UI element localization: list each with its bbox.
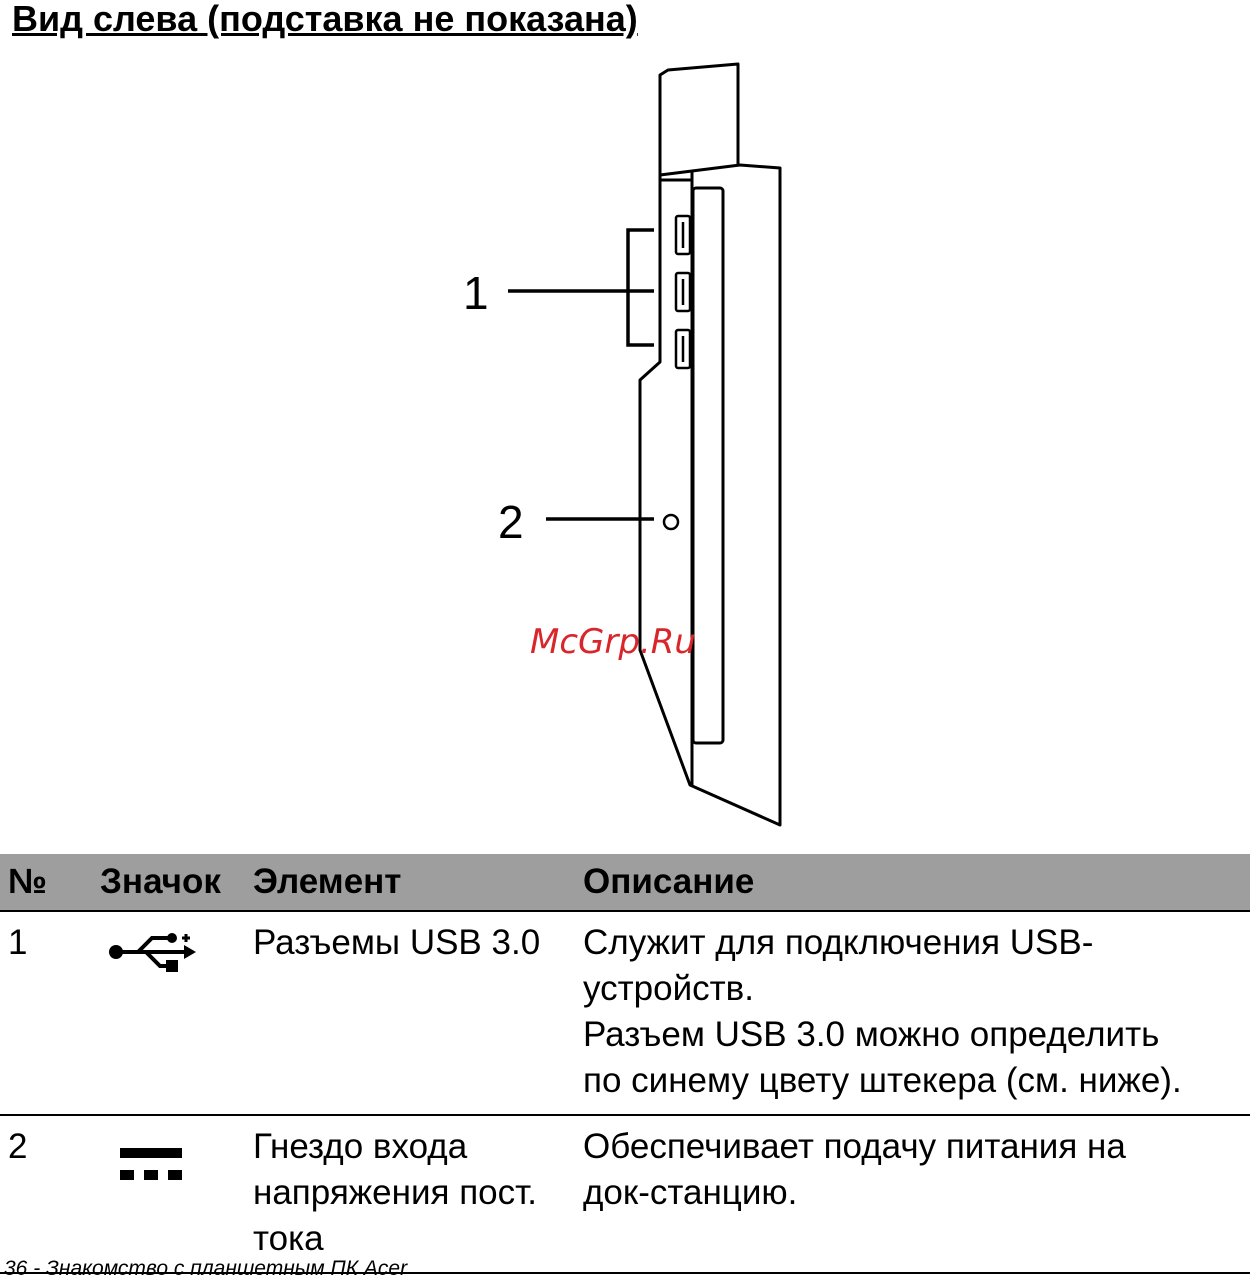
- row-description: Служит для подключения USB- устройств. Р…: [575, 911, 1250, 1116]
- row-description: Обеспечивает подачу питания на док-станц…: [575, 1115, 1250, 1274]
- dc-jack: [662, 513, 680, 531]
- header-number: №: [0, 854, 92, 912]
- header-element: Элемент: [245, 854, 575, 912]
- table-row: 2 Гнездо входа напряжения пост. тока Обе…: [0, 1115, 1250, 1274]
- callout-1-label: 1: [463, 267, 489, 319]
- page-title: Вид слева (подставка не показана): [12, 0, 638, 39]
- dc-power-icon: [120, 1148, 182, 1180]
- row-number: 2: [0, 1115, 92, 1274]
- table-row: 1 Разъемы USB 3.0: [0, 911, 1250, 1116]
- device-side-view-diagram: [508, 62, 782, 827]
- header-icon: Значок: [92, 854, 245, 912]
- watermark: McGrp.Ru: [530, 622, 696, 662]
- ports-table: № Значок Элемент Описание 1: [0, 854, 1250, 1274]
- header-description: Описание: [575, 854, 1250, 912]
- usb-icon: [109, 933, 196, 972]
- row-number: 1: [0, 911, 92, 1116]
- table-header-row: № Значок Элемент Описание: [0, 854, 1250, 912]
- page-footer: 36 - Знакомство с планшетным ПК Acer: [4, 1257, 408, 1280]
- usb-ports: [674, 214, 692, 370]
- callout-2-label: 2: [498, 496, 524, 548]
- row-element: Гнездо входа напряжения пост. тока: [245, 1115, 575, 1274]
- row-element: Разъемы USB 3.0: [245, 911, 575, 1116]
